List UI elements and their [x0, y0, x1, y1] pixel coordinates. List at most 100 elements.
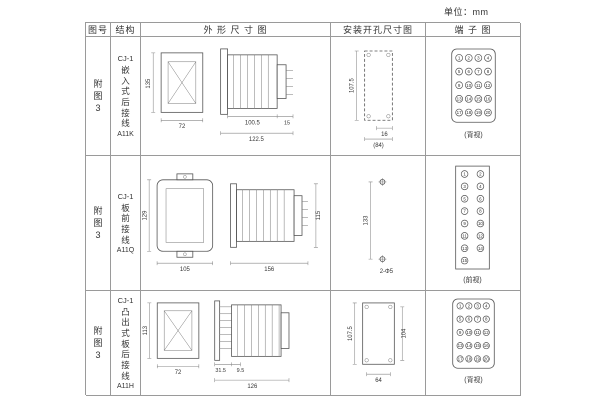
dim-cutout-width: (84) — [373, 143, 384, 149]
terminal-number: 13 — [458, 343, 463, 348]
terminal-number: 13 — [462, 246, 467, 251]
terminal-number: 3 — [476, 303, 479, 308]
terminal-number: 10 — [466, 330, 471, 335]
terminal-number: 12 — [478, 233, 483, 238]
terminal-circle — [460, 170, 469, 178]
col-header-structure: 结构 — [111, 23, 141, 37]
terminal-number: 15 — [475, 343, 480, 348]
outline-drawing-a11h: 113 72 31.5 9.5 126 — [143, 300, 290, 390]
terminal-circle — [464, 108, 473, 117]
terminal-circle — [482, 302, 490, 310]
terminal-circle — [474, 302, 482, 310]
install-cell-row3: 107.5 104 64 — [331, 291, 426, 396]
mounting-plate — [214, 300, 221, 361]
terminal-number: 12 — [484, 330, 489, 335]
terminal-number: 6 — [479, 196, 482, 201]
fig-no-cell-row2: 附图3 — [86, 156, 111, 291]
terminal-circle — [460, 195, 469, 203]
body-fins — [242, 189, 285, 242]
rear-cap — [276, 64, 287, 99]
fig-no-label: 附图3 — [93, 205, 103, 241]
mounting-flange — [230, 183, 237, 248]
ear-hole — [183, 252, 187, 257]
terminal-block-outline — [452, 298, 495, 369]
install-cell-row1: 107.5 16 (84) — [331, 37, 426, 156]
dim-width: 105 — [180, 267, 191, 273]
terminal-circle — [455, 54, 463, 62]
dim-hole-spacing: 133 — [364, 215, 370, 226]
outline-drawing-a11k: 135 72 100.5 15 122.5 — [146, 48, 294, 143]
series-label: CJ-1 — [117, 295, 134, 305]
rear-cap — [280, 312, 290, 349]
terminal-number: 11 — [475, 330, 480, 335]
structure-desc: 板前接线 — [121, 202, 130, 245]
terminal-circle — [460, 182, 469, 191]
relay-window — [165, 188, 204, 243]
mounting-holes — [364, 304, 393, 363]
install-cell-row2: 133 2-Φ5 — [331, 156, 426, 291]
terminal-number: 5 — [463, 196, 466, 201]
terminal-number: 16 — [485, 96, 490, 101]
dim-length: 156 — [264, 267, 275, 273]
terminal-number: 20 — [485, 110, 490, 115]
fig-no-label: 附图3 — [93, 78, 103, 114]
outline-cell-row2: 129 105 156 115 — [141, 156, 331, 291]
window-diagonals — [163, 310, 193, 351]
series-label: CJ-1 — [117, 191, 134, 201]
terminal-number: 17 — [458, 357, 463, 362]
terminal-number: 10 — [478, 221, 483, 226]
structure-cell-row1: CJ-1 嵌入式后接线 A11K — [111, 37, 141, 156]
terminal-number: 7 — [477, 69, 480, 74]
terminal-number: 18 — [466, 110, 471, 115]
terminal-number: 7 — [463, 209, 466, 214]
dim-body-length: 100.5 — [245, 120, 261, 126]
dimension-lines: 107.5 16 (84) — [350, 50, 393, 149]
dim-tail: 15 — [284, 120, 290, 126]
side-view — [220, 48, 294, 115]
terminal-circle — [460, 207, 469, 215]
window-diagonals — [167, 61, 197, 104]
terminal-number: 17 — [457, 110, 462, 115]
terminal-number: 3 — [477, 55, 480, 60]
front-view — [156, 173, 214, 258]
terminal-circle — [460, 256, 469, 265]
terminal-number: 2 — [468, 55, 471, 60]
terminal-circle — [474, 342, 482, 350]
terminal-circle — [456, 315, 464, 323]
terminal-number: 16 — [484, 343, 489, 348]
dim-height: 113 — [143, 325, 149, 335]
mounting-holes — [378, 177, 387, 264]
terminal-number: 8 — [487, 69, 490, 74]
terminal-circle — [476, 232, 485, 240]
series-label: CJ-1 — [117, 54, 134, 64]
terminal-circle — [484, 54, 492, 62]
relay-front-panel — [160, 52, 204, 113]
terminal-number: 14 — [478, 246, 483, 251]
outline-drawing-a11q: 129 105 156 115 — [143, 173, 322, 273]
terminal-number: 15 — [462, 258, 467, 263]
terminal-number: 1 — [459, 303, 462, 308]
terminal-number: 7 — [476, 317, 479, 322]
terminal-pins — [219, 306, 232, 349]
terminal-circle — [460, 244, 469, 252]
terminal-number: 1 — [458, 55, 461, 60]
col-header-terminal: 端 子 图 — [426, 23, 521, 37]
terminal-circle — [456, 342, 464, 350]
terminal-number: 5 — [458, 69, 461, 74]
terminal-circle — [464, 81, 473, 90]
terminal-circle — [484, 108, 492, 117]
dim-total-length: 126 — [247, 384, 258, 390]
terminal-number: 6 — [468, 69, 471, 74]
terminal-number: 14 — [466, 96, 471, 101]
dim-width: 72 — [179, 124, 186, 130]
structure-cell-row2: CJ-1 板前接线 A11Q — [111, 156, 141, 291]
terminal-number: 2 — [468, 303, 471, 308]
dim-height: 135 — [146, 78, 152, 89]
terminal-circle — [482, 315, 490, 323]
terminal-circle — [474, 67, 483, 76]
